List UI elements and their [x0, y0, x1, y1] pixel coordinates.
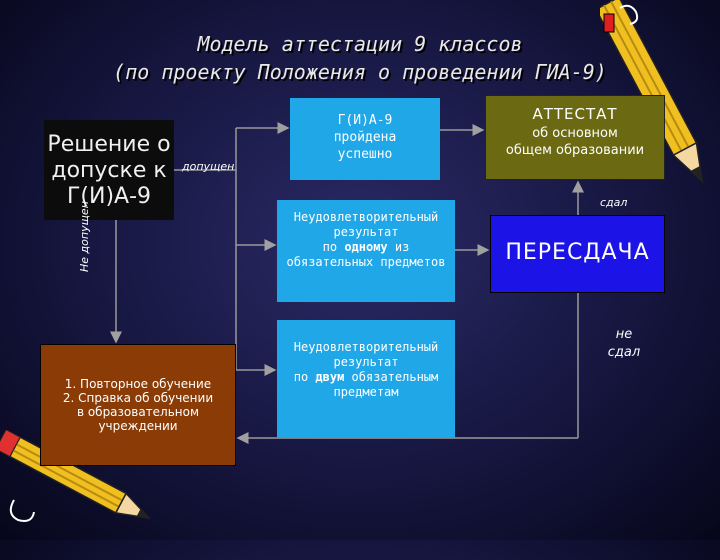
decision-line-3: Г(И)А-9: [66, 184, 152, 209]
not-admitted-label: Не допущен: [78, 201, 91, 272]
exam-passed-box: Г(И)А-9 пройдена успешно: [290, 98, 440, 180]
title-line-1: Модель аттестации 9 классов: [197, 32, 523, 56]
fail-one-line-2: результат: [333, 225, 399, 239]
fail-one-pre: по: [322, 240, 345, 254]
fail-one-line-4: обязательных предметов: [286, 255, 446, 269]
diagram-connectors: [110, 122, 584, 444]
certificate-line-2: общем образовании: [505, 143, 645, 158]
not-passed-label: не сдал: [602, 326, 646, 362]
fail-one-subject-box: Неудовлетворительный результат по одному…: [277, 200, 455, 302]
success-line-1: Г(И)А-9: [337, 113, 393, 128]
certificate-line-1: об основном: [532, 126, 618, 141]
certificate-box: АТТЕСТАТ об основном общем образовании: [485, 95, 665, 180]
fail-two-bold: двум: [315, 370, 345, 384]
fail-one-line-3: по одному из: [277, 240, 455, 255]
repeat-item-3: в образовательном: [76, 405, 200, 419]
fail-one-post: из: [387, 240, 410, 254]
admitted-label: допущен: [182, 160, 235, 173]
fail-one-bold: одному: [344, 240, 388, 254]
fail-two-post: обязательным: [344, 370, 439, 384]
not-passed-line-2: сдал: [607, 345, 641, 360]
fail-two-line-4: предметам: [333, 385, 399, 399]
page-title: Модель аттестации 9 классов (по проекту …: [0, 30, 720, 86]
passed-label: сдал: [600, 196, 628, 209]
success-line-3: успешно: [337, 147, 393, 162]
decision-box: Решение о допуске к Г(И)А-9: [44, 120, 174, 220]
repeat-study-box: 1. Повторное обучение 2. Справка об обуч…: [40, 344, 236, 466]
success-line-2: пройдена: [333, 130, 397, 145]
fail-two-line-2: результат: [333, 355, 399, 369]
fail-one-line-1: Неудовлетворительный: [293, 210, 439, 224]
title-line-2: (по проекту Положения о проведении ГИА-9…: [113, 60, 607, 84]
fail-two-line-3: по двум обязательным: [277, 370, 455, 385]
repeat-item-2: 2. Справка об обучении: [62, 391, 214, 405]
pencil-icon: [600, 0, 704, 184]
certificate-heading: АТТЕСТАТ: [532, 105, 618, 123]
retake-box: ПЕРЕСДАЧА: [490, 215, 665, 293]
repeat-item-1: 1. Повторное обучение: [64, 377, 212, 391]
decision-line-1: Решение о: [47, 132, 171, 157]
fail-two-subjects-box: Неудовлетворительный результат по двум о…: [277, 320, 455, 438]
repeat-item-4: учреждении: [98, 419, 178, 433]
decision-line-2: допуске к: [51, 158, 167, 183]
not-passed-line-1: не: [615, 327, 633, 342]
fail-two-line-1: Неудовлетворительный: [293, 340, 439, 354]
fail-two-pre: по: [293, 370, 316, 384]
